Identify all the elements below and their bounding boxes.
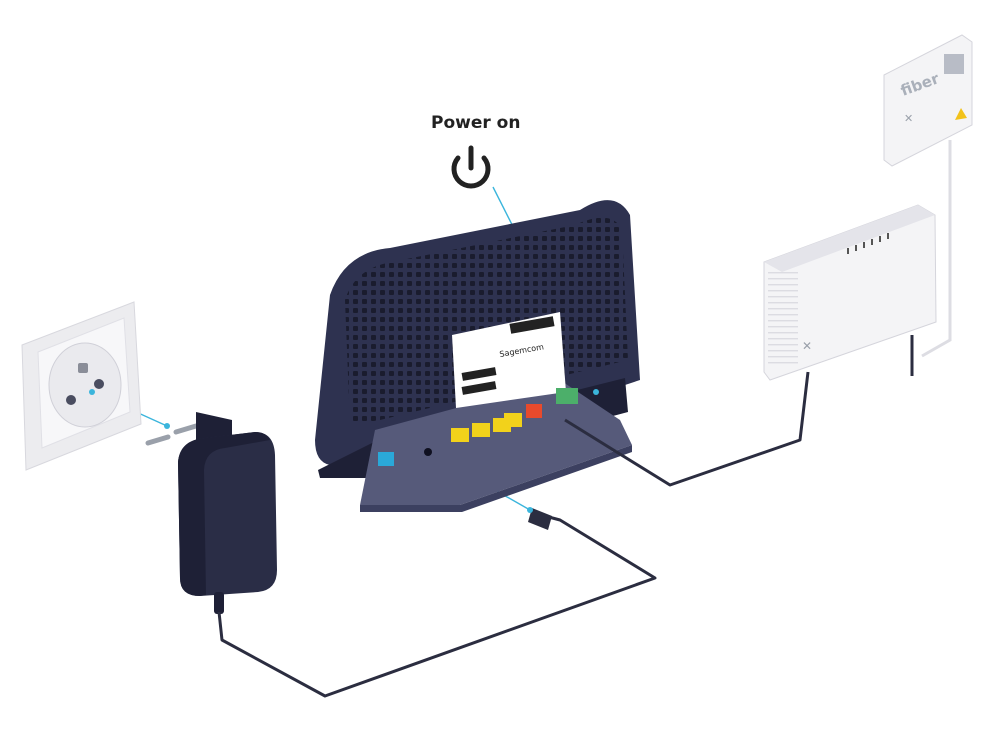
power-on-label: Power on (431, 113, 521, 133)
ont-box-icon: ✕ (763, 204, 937, 381)
power-icon (451, 145, 491, 189)
port-lan4 (504, 413, 522, 427)
port-power (424, 448, 432, 456)
fiber-box-icon: fiber ✕ (883, 34, 973, 358)
router-icon: Sagemcom (315, 200, 640, 512)
ethernet-cable (564, 371, 810, 487)
port-dsl (378, 452, 394, 466)
port-fiber (556, 388, 578, 404)
wall-socket-icon (21, 301, 142, 471)
svg-text:✕: ✕ (904, 112, 913, 125)
adapter-cable (217, 514, 657, 698)
port-wan (526, 404, 542, 418)
port-lan2 (472, 423, 490, 437)
dc-plug (527, 507, 552, 530)
power-adapter-icon (145, 412, 277, 614)
svg-text:✕: ✕ (802, 339, 812, 353)
port-lan1 (451, 428, 469, 442)
